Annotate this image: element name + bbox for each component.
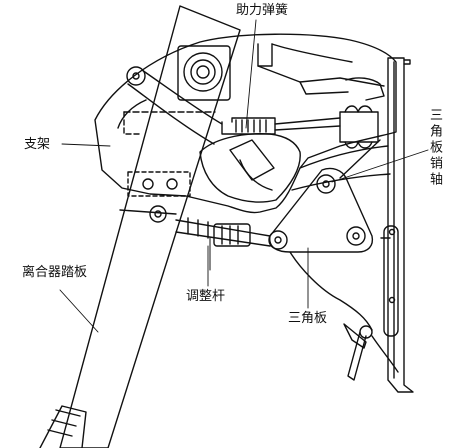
bracket-label: 支架 [24,137,51,152]
assist-spring-label: 助力弹簧 [236,3,289,18]
stop-lever [343,323,399,381]
clutch-pedal-label: 离合器踏板 [22,265,88,280]
leader-lines [59,19,429,333]
triangle-pin-label: 三角板销轴 [427,108,442,188]
bracket [94,33,397,214]
cam-slot [199,132,301,203]
adjust-rod-label: 调整杆 [186,289,226,304]
assist-spring [221,43,385,149]
adjust-rod [175,217,271,271]
triangle-plate [268,139,381,331]
bracket-clip [119,171,191,223]
upper-link [126,66,223,145]
triangle-plate-label: 三角板 [288,311,328,326]
clutch-pedal-arm [39,5,241,448]
mounting-plate [380,57,414,393]
pedal-pivot [177,45,231,101]
